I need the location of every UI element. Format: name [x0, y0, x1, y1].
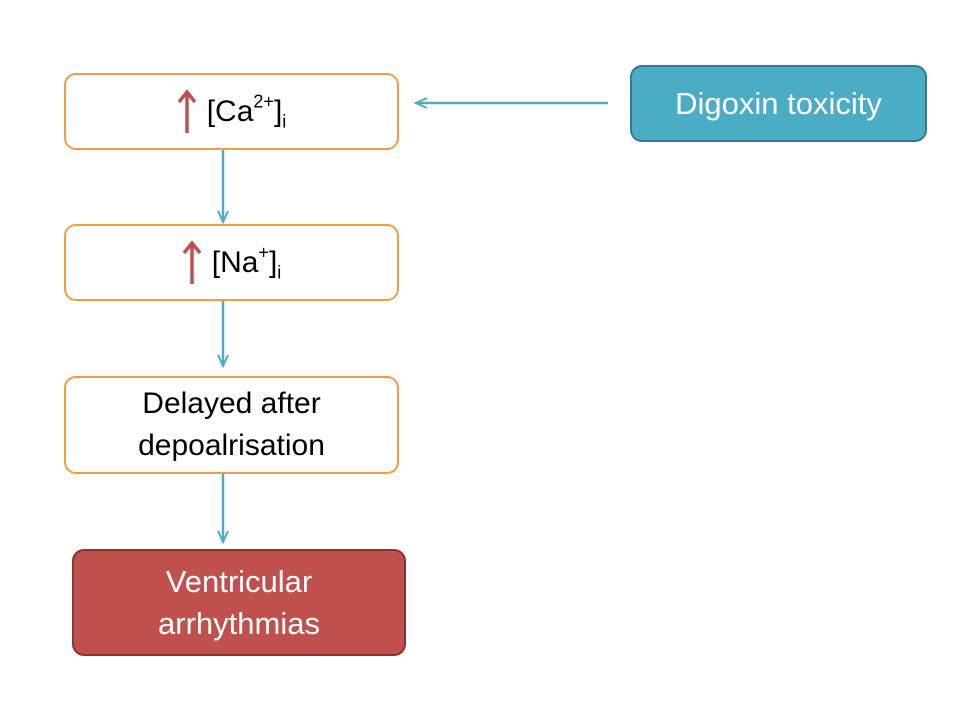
calcium-label: [Ca2+]i [206, 91, 287, 131]
delayed-line-2: depoalrisation [138, 429, 325, 462]
sodium-node: [Na+]i [64, 224, 399, 301]
digoxin-label: Digoxin toxicity [675, 85, 882, 121]
up-arrow-icon [177, 88, 197, 133]
up-arrow-icon [182, 239, 202, 284]
digoxin-toxicity-node: Digoxin toxicity [630, 65, 927, 142]
delayed-line-1: Delayed after [142, 387, 321, 420]
sodium-label: [Na+]i [211, 242, 282, 282]
ventricular-arrhythmias-node: Ventricular arrhythmias [72, 549, 406, 656]
calcium-node: [Ca2+]i [64, 73, 399, 150]
delayed-afterdepolarisation-node: Delayed after depoalrisation [64, 376, 399, 474]
ventricular-line-1: Ventricular [165, 563, 313, 599]
ventricular-line-2: arrhythmias [158, 605, 320, 641]
